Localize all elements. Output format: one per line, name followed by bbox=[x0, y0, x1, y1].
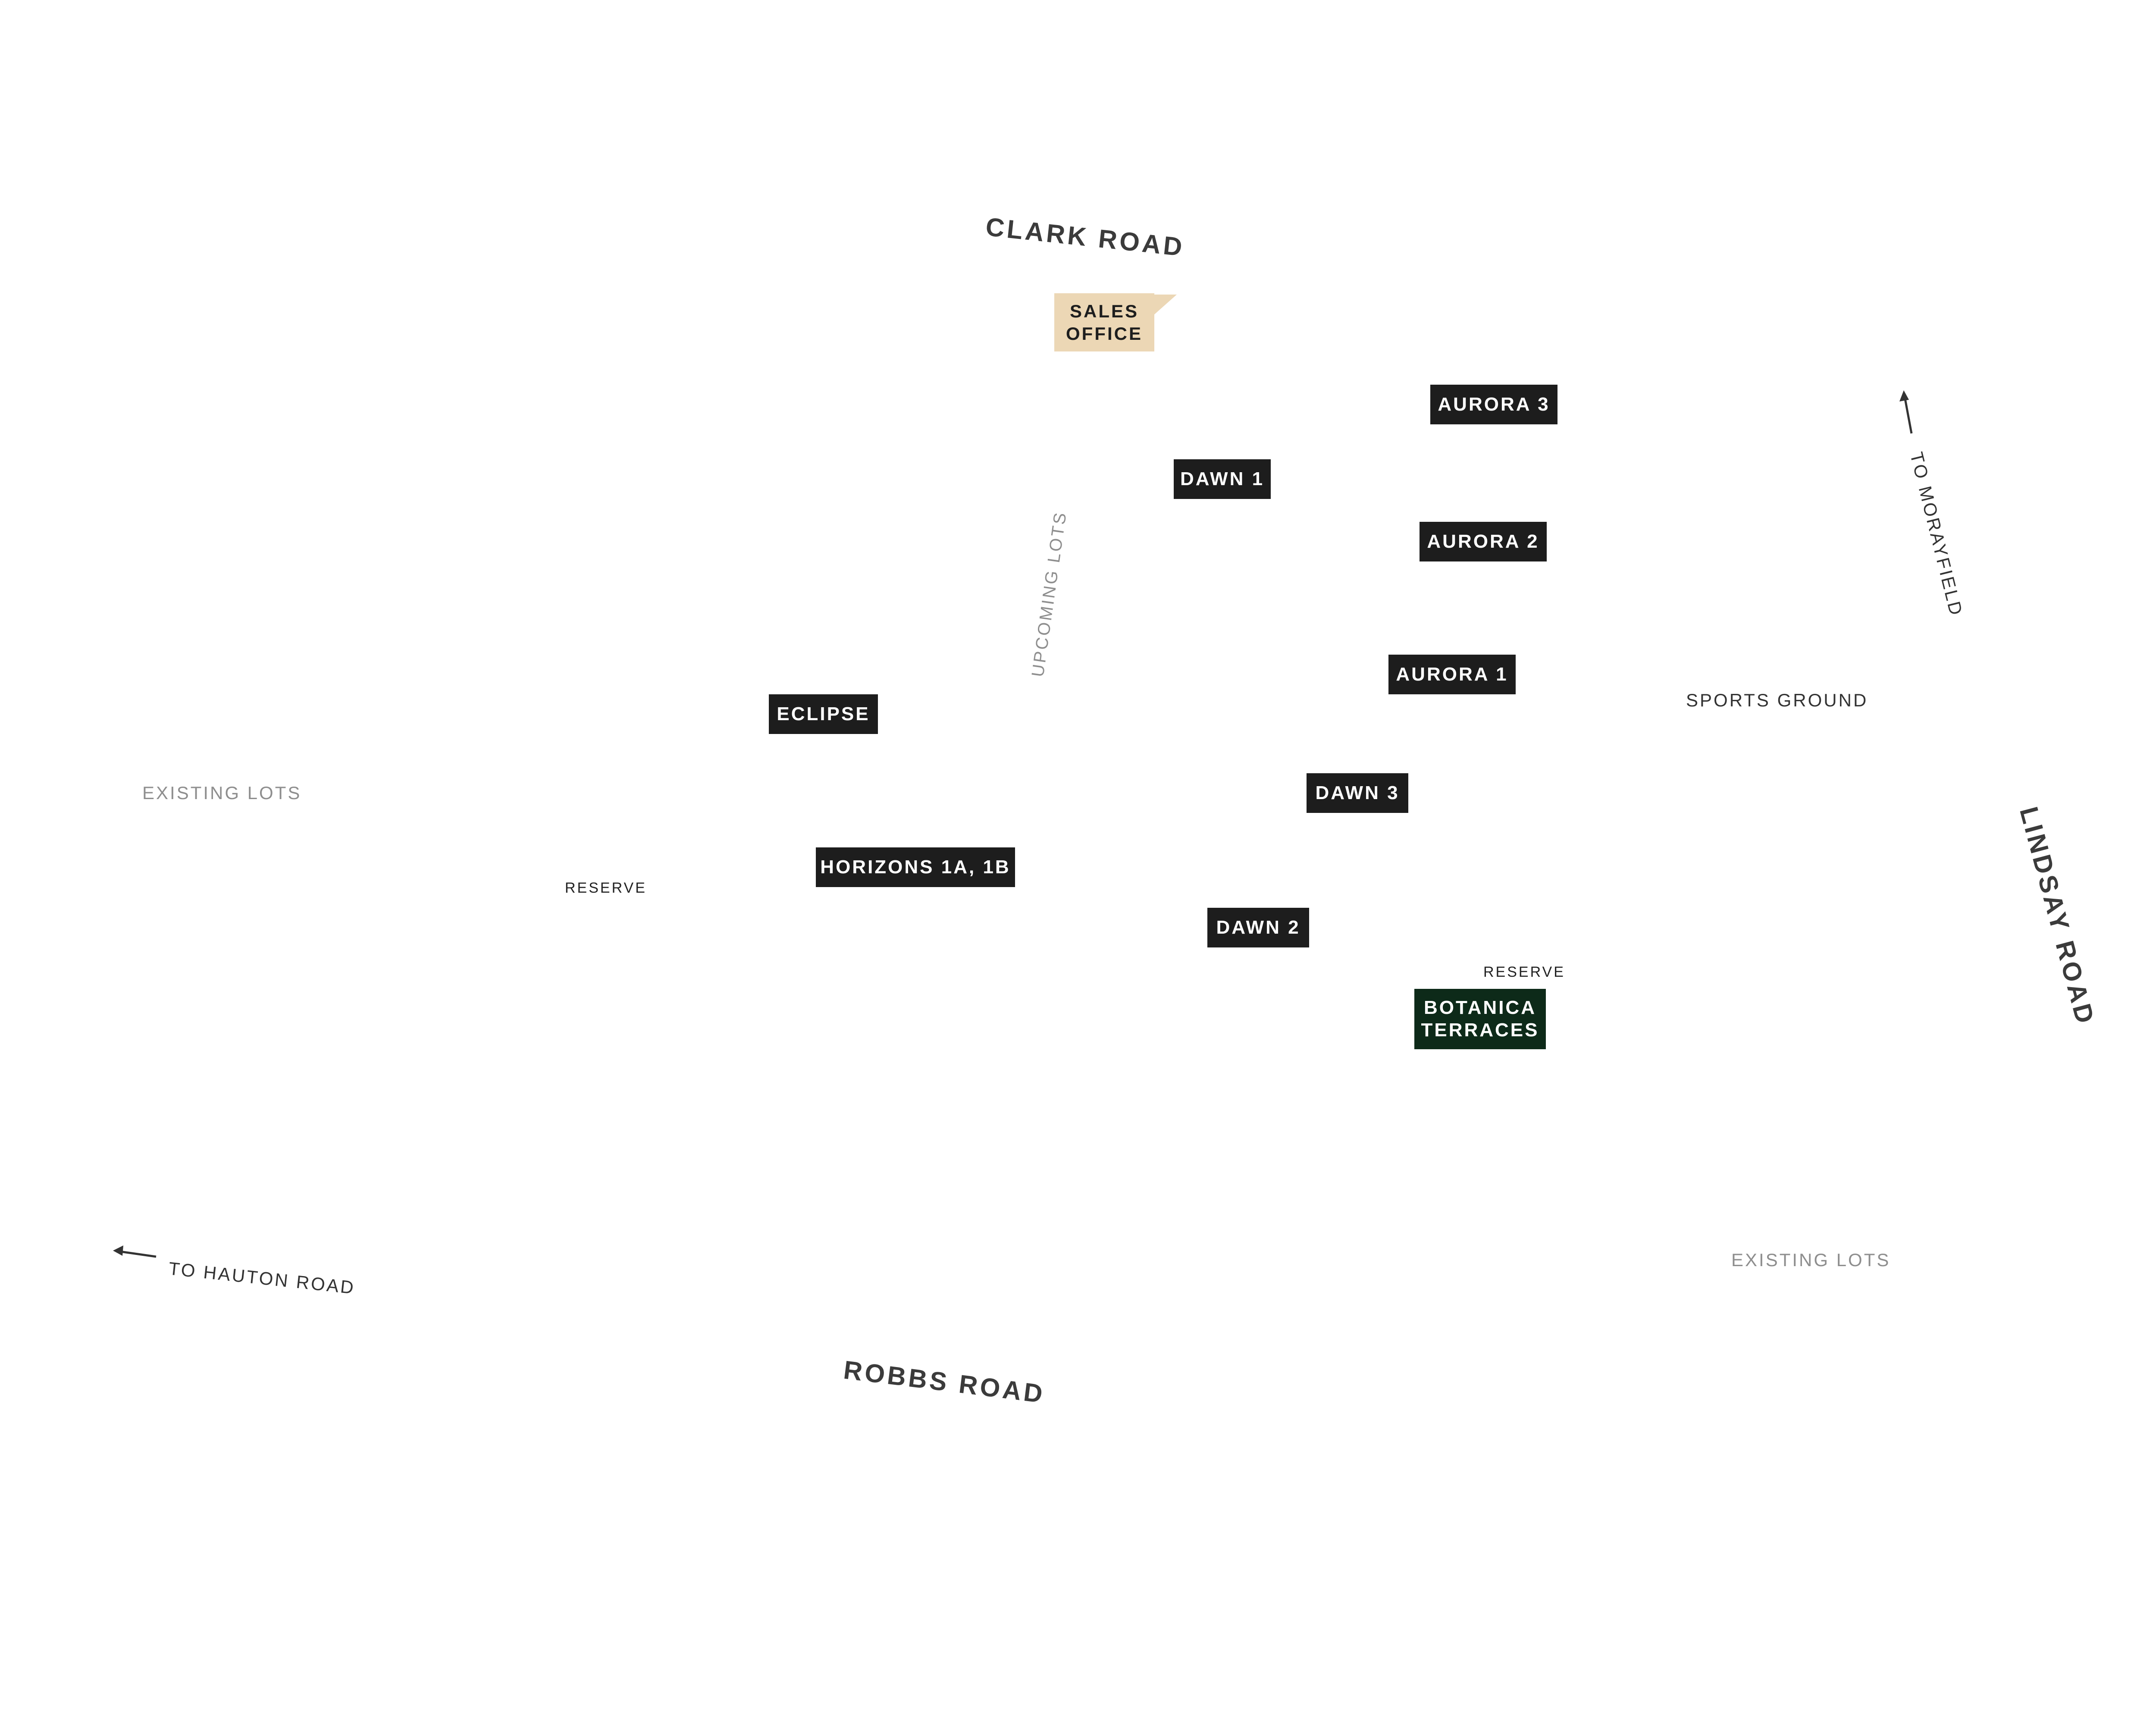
robbs-road-label: ROBBS ROAD bbox=[842, 1355, 1047, 1409]
botanica-line2: TERRACES bbox=[1421, 1019, 1539, 1041]
stage-aurora-1[interactable]: AURORA 1 bbox=[1388, 655, 1516, 694]
existing-lots-east-label: EXISTING LOTS bbox=[1731, 1250, 1891, 1270]
upcoming-lots-label: UPCOMING LOTS bbox=[1028, 510, 1071, 678]
to-hauton-road-label: TO HAUTON ROAD bbox=[167, 1258, 357, 1298]
arrow-to-morayfield-icon bbox=[1899, 390, 1917, 438]
stage-aurora-3[interactable]: AURORA 3 bbox=[1430, 385, 1557, 424]
botanica-line1: BOTANICA bbox=[1424, 997, 1536, 1018]
clark-road-label: CLARK ROAD bbox=[984, 212, 1186, 262]
arrow-to-hauton-icon bbox=[113, 1245, 160, 1263]
sales-office-flag-icon bbox=[1153, 295, 1177, 315]
reserve-west-label: RESERVE bbox=[565, 880, 647, 896]
stage-botanica-terraces[interactable]: BOTANICA TERRACES bbox=[1414, 989, 1546, 1049]
stage-aurora-2[interactable]: AURORA 2 bbox=[1420, 522, 1547, 561]
stage-dawn-2[interactable]: DAWN 2 bbox=[1207, 908, 1309, 947]
stage-horizons-1a-1b[interactable]: HORIZONS 1A, 1B bbox=[816, 847, 1015, 887]
stage-eclipse[interactable]: ECLIPSE bbox=[769, 694, 878, 734]
reserve-east-label: RESERVE bbox=[1483, 964, 1565, 980]
sports-ground-label: SPORTS GROUND bbox=[1686, 690, 1868, 710]
existing-lots-west-label: EXISTING LOTS bbox=[142, 783, 302, 803]
sales-office-line2: OFFICE bbox=[1066, 323, 1143, 344]
sales-office-line1: SALES bbox=[1069, 301, 1139, 321]
sales-office-label[interactable]: SALES OFFICE bbox=[1054, 293, 1154, 351]
to-morayfield-label: TO MORAYFIELD bbox=[1906, 450, 1967, 619]
lindsay-road-label: LINDSAY ROAD bbox=[2014, 803, 2100, 1029]
stage-dawn-1[interactable]: DAWN 1 bbox=[1174, 459, 1271, 499]
stage-dawn-3[interactable]: DAWN 3 bbox=[1307, 773, 1408, 813]
